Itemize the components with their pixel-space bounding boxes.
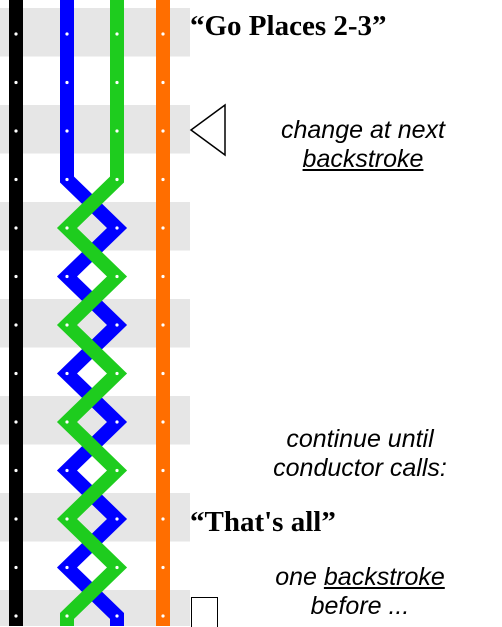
place-dot bbox=[65, 371, 69, 376]
place-dot bbox=[14, 517, 18, 521]
place-dot bbox=[115, 371, 119, 376]
continue-note-line2: conductor calls: bbox=[273, 454, 447, 482]
place-dot bbox=[161, 177, 165, 182]
place-dot bbox=[14, 32, 18, 36]
one-backstroke-word: backstroke bbox=[323, 563, 445, 591]
change-triangle-icon bbox=[189, 103, 226, 157]
place-dot bbox=[115, 468, 119, 473]
place-dot bbox=[65, 32, 69, 36]
go-places-call: “Go Places 2-3” bbox=[190, 10, 387, 42]
place-dot bbox=[65, 420, 69, 424]
change-note-line2: backstroke bbox=[302, 145, 424, 173]
place-dot bbox=[65, 614, 69, 618]
place-dot bbox=[161, 129, 165, 133]
place-dot bbox=[115, 517, 119, 521]
one-backstroke-note: one backstroke bbox=[225, 563, 495, 592]
handstroke-square-icon bbox=[191, 597, 218, 627]
place-dot bbox=[14, 129, 18, 133]
place-dot bbox=[14, 614, 18, 618]
place-dot bbox=[115, 80, 119, 85]
place-dot bbox=[14, 323, 18, 327]
place-dot bbox=[14, 226, 18, 230]
place-dot bbox=[115, 177, 119, 182]
place-dot bbox=[115, 420, 119, 424]
place-dot bbox=[65, 129, 69, 133]
place-dot bbox=[14, 371, 18, 376]
place-dot bbox=[14, 420, 18, 424]
place-dot bbox=[14, 468, 18, 473]
place-dot bbox=[161, 32, 165, 36]
before-note: before ... bbox=[310, 592, 410, 620]
place-dot bbox=[161, 420, 165, 424]
place-dot bbox=[14, 177, 18, 182]
place-dot bbox=[161, 614, 165, 618]
place-dot bbox=[115, 614, 119, 618]
place-dot bbox=[65, 274, 69, 279]
place-dot bbox=[161, 468, 165, 473]
place-dot bbox=[65, 517, 69, 521]
place-dot bbox=[65, 323, 69, 327]
row-dots bbox=[14, 32, 165, 618]
place-dot bbox=[161, 323, 165, 327]
one-backstroke-prefix: one bbox=[275, 563, 324, 591]
place-dot bbox=[161, 80, 165, 85]
place-dot bbox=[115, 565, 119, 570]
place-dot bbox=[115, 129, 119, 133]
place-dot bbox=[161, 565, 165, 570]
place-dot bbox=[65, 468, 69, 473]
place-dot bbox=[161, 226, 165, 230]
place-dot bbox=[65, 226, 69, 230]
change-note-line1: change at next bbox=[280, 116, 445, 144]
continue-note-line1: continue until bbox=[286, 425, 434, 453]
place-dot bbox=[65, 80, 69, 85]
place-dot bbox=[65, 565, 69, 570]
place-dot bbox=[115, 323, 119, 327]
place-dot bbox=[65, 177, 69, 182]
place-dot bbox=[14, 565, 18, 570]
place-dot bbox=[161, 371, 165, 376]
place-dot bbox=[161, 274, 165, 279]
place-dot bbox=[161, 517, 165, 521]
thats-all-call: “That's all” bbox=[190, 506, 336, 538]
place-dot bbox=[14, 274, 18, 279]
place-dot bbox=[115, 274, 119, 279]
place-dot bbox=[14, 80, 18, 85]
place-dot bbox=[115, 32, 119, 36]
place-dot bbox=[115, 226, 119, 230]
